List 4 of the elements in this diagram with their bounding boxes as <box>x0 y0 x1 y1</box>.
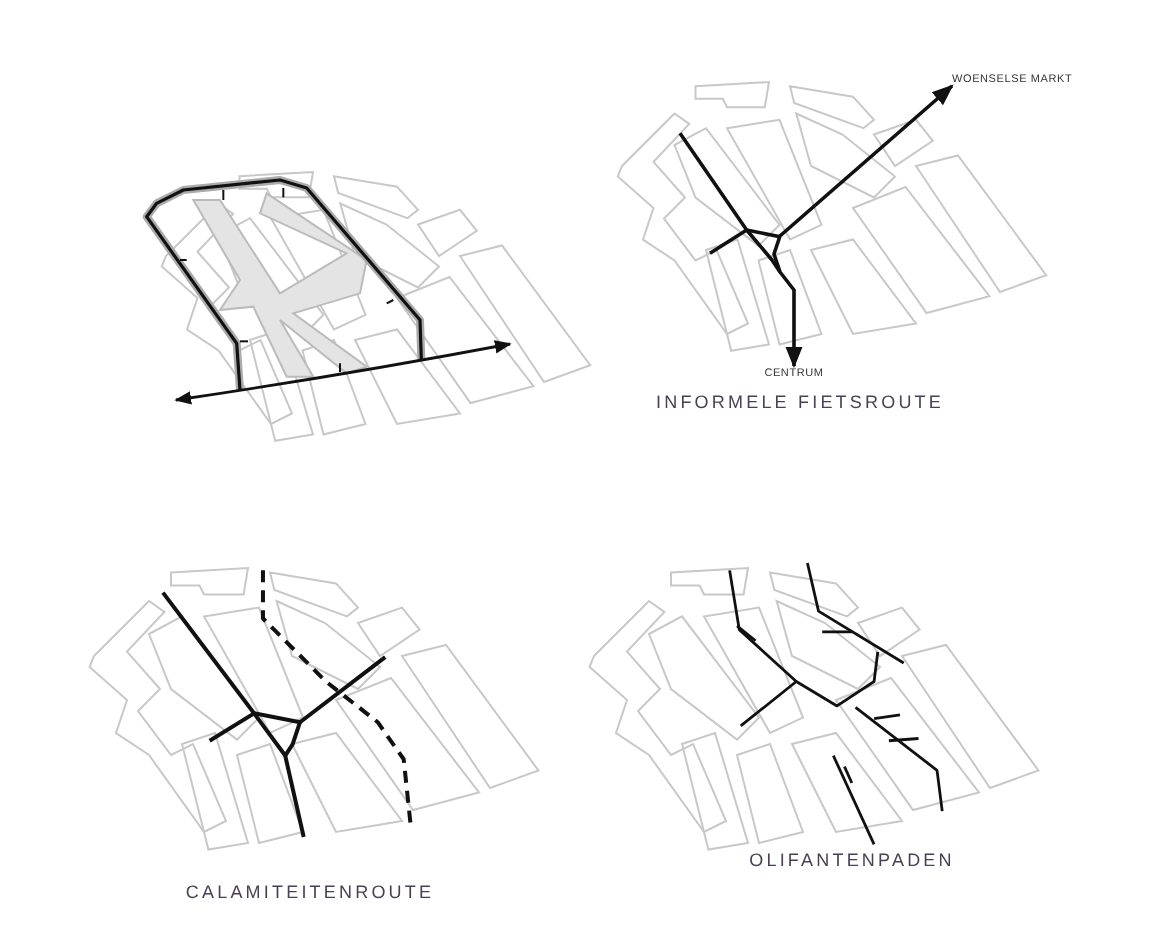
panel-title: OLIFANTENPADEN <box>749 850 955 870</box>
panel-title: CALAMITEITENROUTE <box>185 882 435 902</box>
route-arrow <box>772 84 954 369</box>
panel-title: INFORMELE FIETSROUTE <box>656 392 944 412</box>
